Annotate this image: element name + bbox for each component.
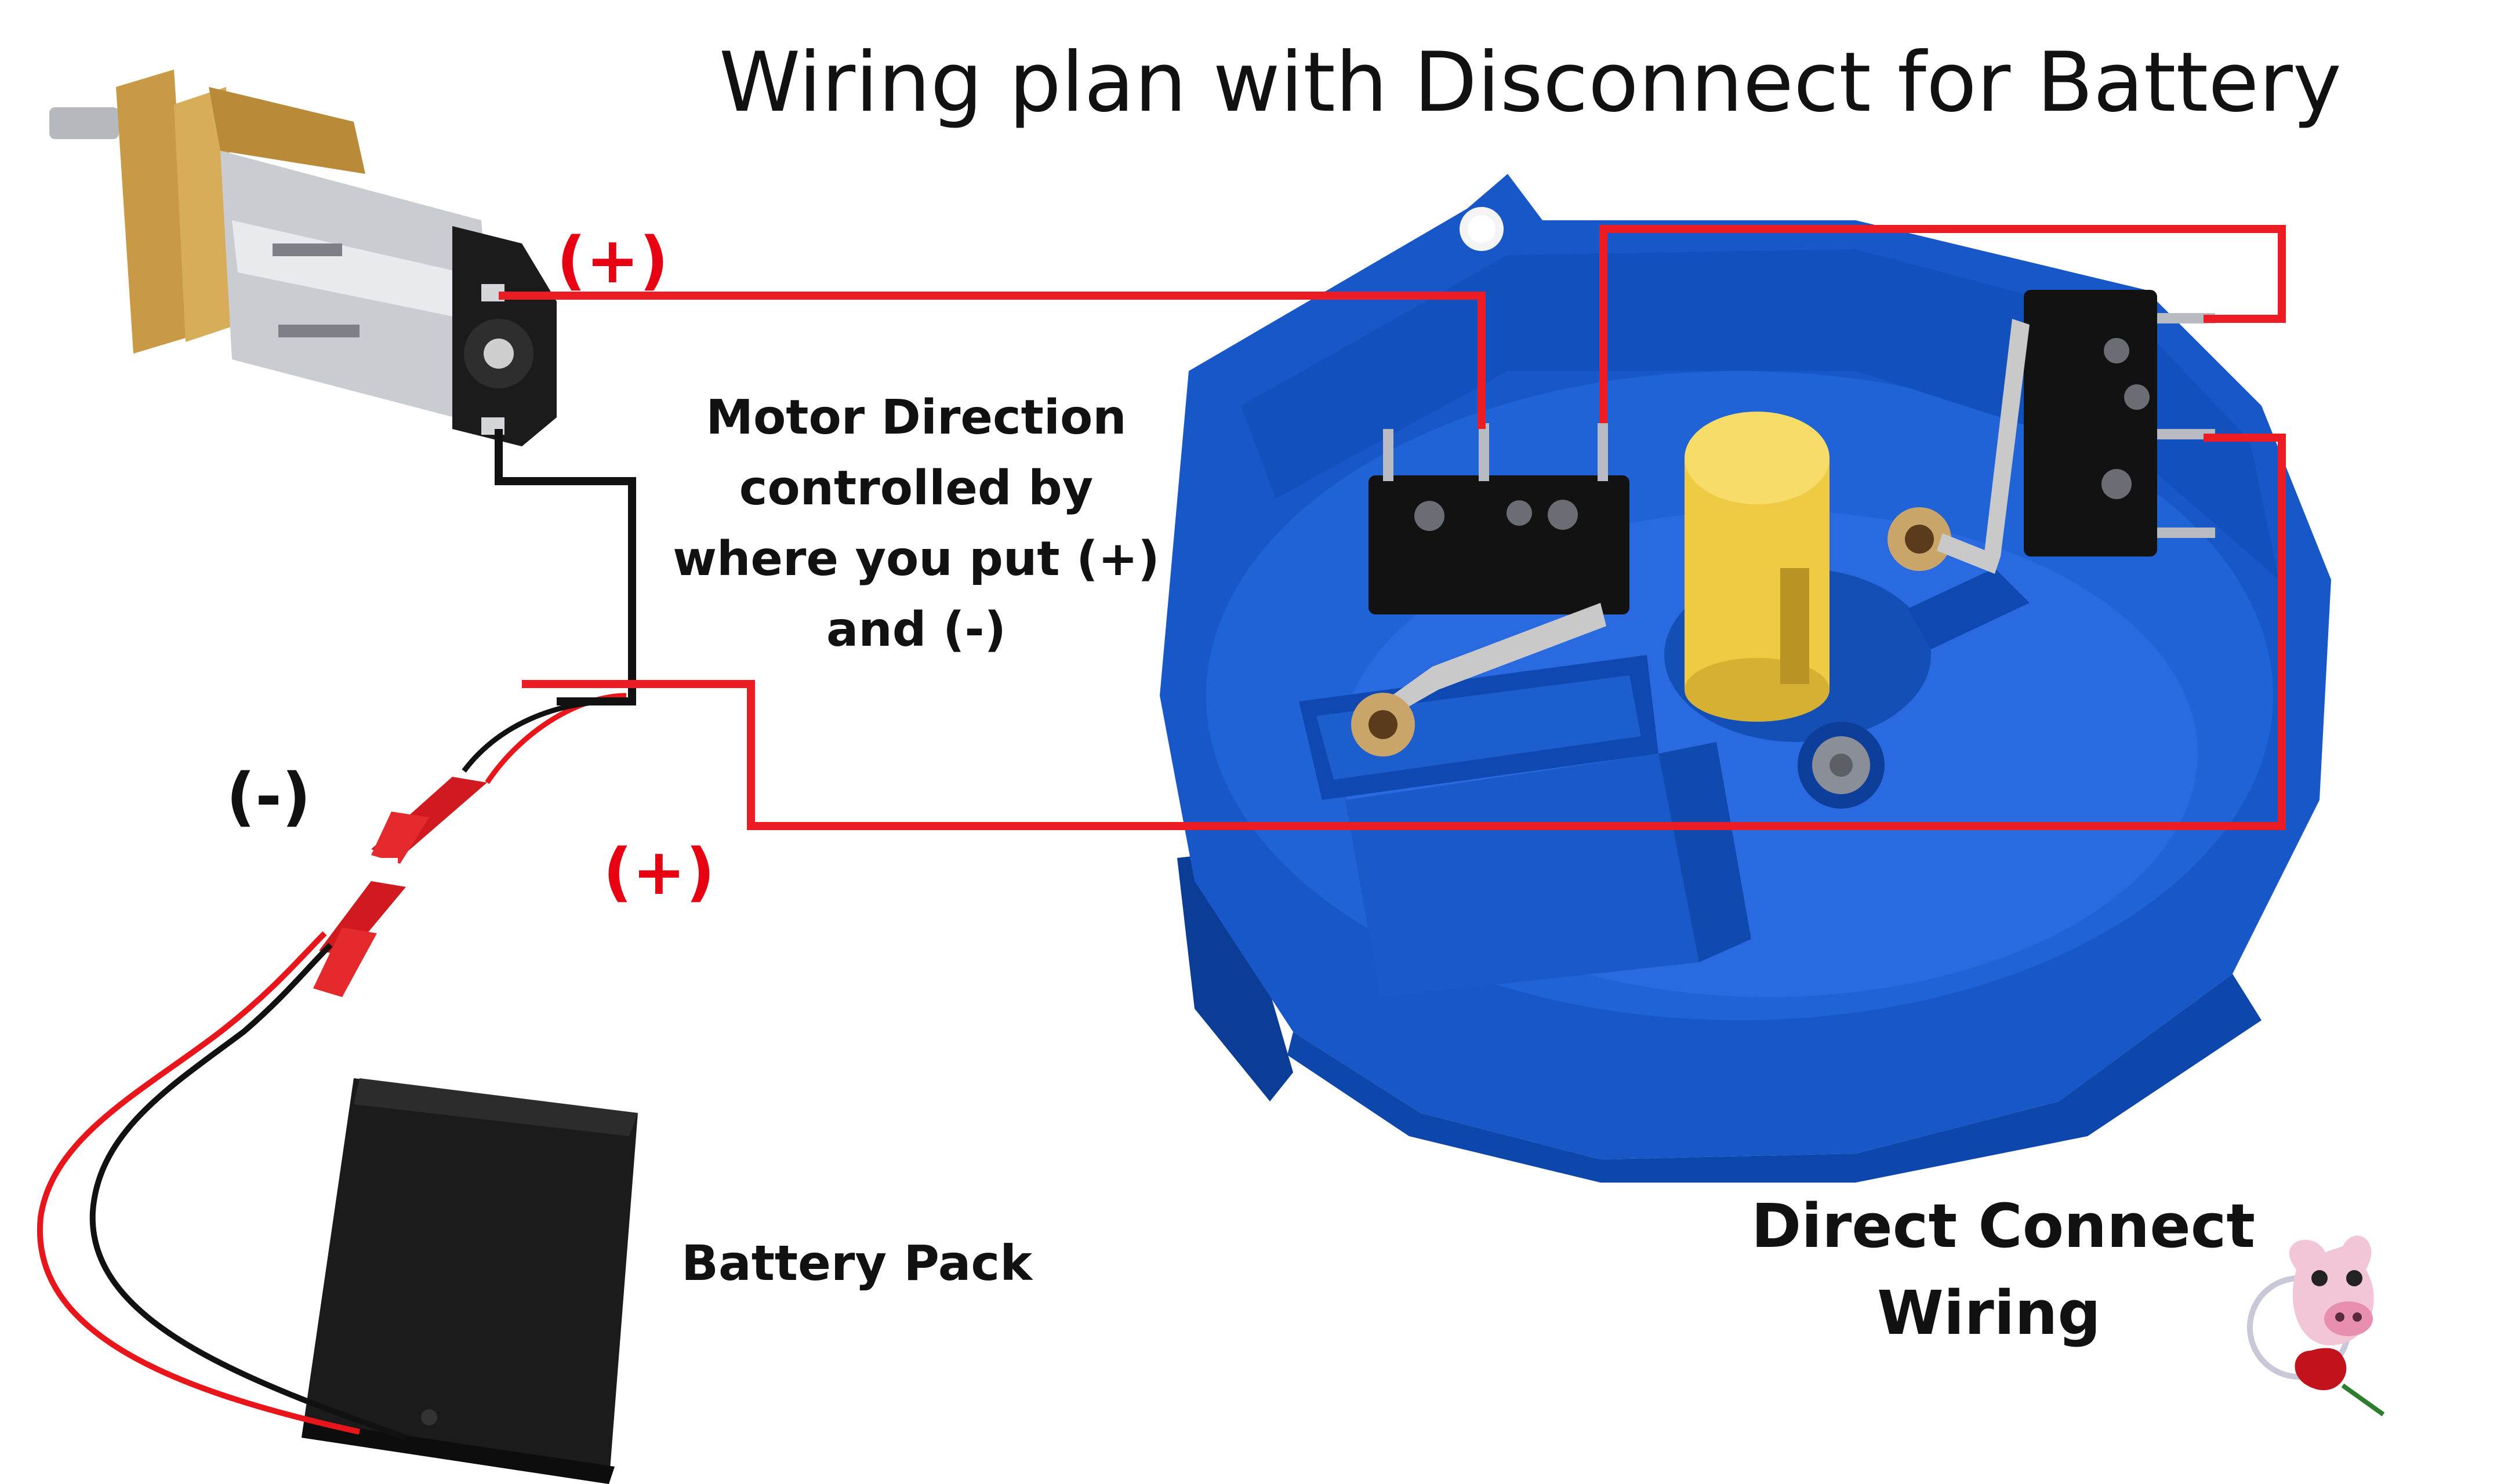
battery-pack-icon: [302, 1078, 638, 1484]
gear-motor-icon: [49, 70, 557, 446]
direct-connect-line: Direct Connect: [1751, 1191, 2256, 1261]
limit-switch-icon: [1887, 290, 2215, 574]
motor-direction-line: and (-): [826, 602, 1006, 657]
limit-switch-icon: [1351, 423, 1629, 756]
motor-direction-line: controlled by: [739, 461, 1094, 516]
pig-mascot-logo: [2247, 1235, 2385, 1417]
battery-pack-label: Battery Pack: [681, 1235, 1033, 1292]
diagram-title: Wiring plan with Disconnect for Battery: [719, 35, 2342, 130]
connector-plug-icon: [313, 777, 487, 997]
motor-direction-line: Motor Direction: [706, 390, 1127, 445]
wiring-paths: [37, 225, 2286, 1441]
battery-positive-label: (+): [603, 835, 715, 909]
cam-icon: [1685, 412, 1830, 722]
motor-direction-line: where you put (+): [673, 532, 1160, 587]
negative-label: (-): [226, 759, 311, 834]
motor-direction-note: Motor Direction controlled by where you …: [649, 383, 1183, 665]
direct-connect-label: Direct Connect Wiring: [1751, 1183, 2256, 1356]
motor-positive-label: (+): [557, 223, 669, 297]
direct-connect-line: Wiring: [1877, 1278, 2101, 1348]
